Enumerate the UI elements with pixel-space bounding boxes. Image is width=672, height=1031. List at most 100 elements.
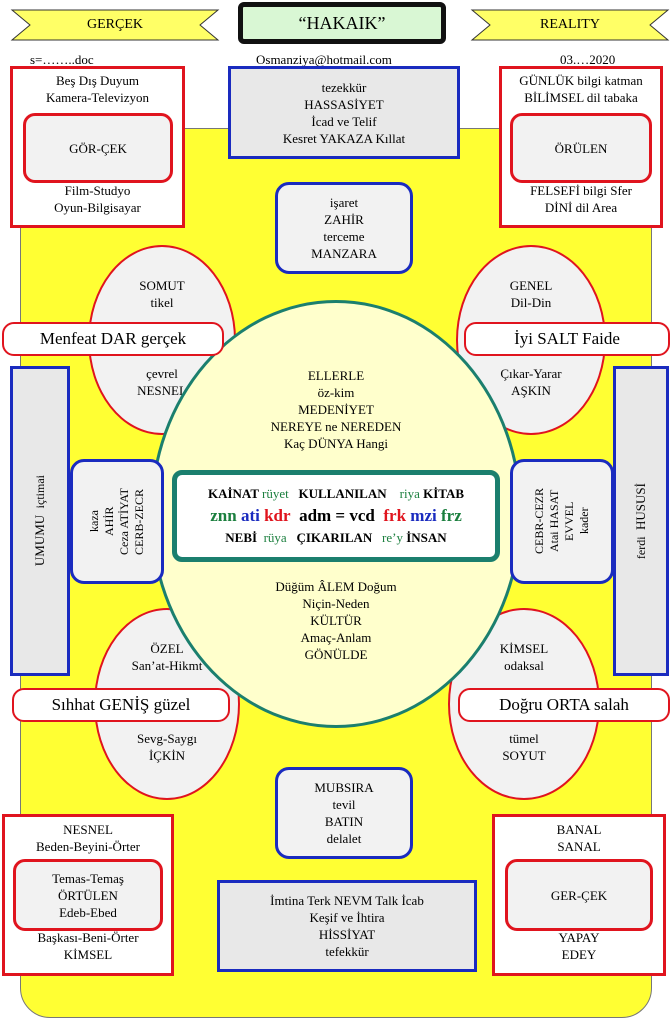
lower-right-oval-line: SOYUT [502, 748, 546, 763]
center-oval-line: Niçin-Neden [302, 596, 370, 611]
bottom-left-inner-line: ÖRTÜLEN [58, 887, 118, 903]
banner-left-lower-label: Sıhhat GENİŞ güzel [51, 695, 191, 714]
lower-mid-line: MUBSIRA [314, 780, 374, 795]
upper-right-oval-line: Çıkar-Yarar [500, 366, 562, 381]
upper-mid-line: MANZARA [311, 246, 377, 261]
lower-right-oval-line: tümel [509, 731, 539, 746]
formula-word: KİTAB [423, 486, 465, 501]
top-right-line: GÜNLÜK bilgi katman [519, 73, 643, 88]
center-oval-bottom-text: Düğüm ÂLEM Doğum Niçin-Neden KÜLTÜR Amaç… [200, 578, 472, 663]
bottom-left-line: Beden-Beyini-Örter [36, 839, 140, 854]
formula-word: adm = vcd [299, 506, 375, 525]
page-title: “HAKAIK” [238, 2, 446, 44]
bottom-right-line: BANAL [556, 822, 602, 837]
lower-left-oval-line: Sevg-Saygı [137, 731, 197, 746]
lower-right-oval-line: KİMSEL [499, 641, 549, 656]
lower-left-oval-line: İÇKİN [148, 748, 186, 763]
right-vertical-small: ferdi [634, 536, 648, 560]
center-oval-line: Kaç DÜNYA Hangi [284, 436, 388, 451]
upper-left-oval-line: çevrel [146, 366, 178, 381]
right-vertical-bold: HUSUSİ [633, 482, 648, 530]
left-mid-box: kaza AHİR Ceza ATİYAT CERB-ZECR [70, 459, 164, 584]
formula-word: rüya [263, 530, 287, 545]
bottom-left-bottom-line: KİMSEL [63, 947, 113, 962]
top-left-line: Beş Dış Duyum [55, 73, 140, 88]
formula-word: frz [440, 506, 462, 525]
bottom-center-line: İmtina Terk NEVM Talk İcab [270, 893, 424, 908]
bottom-left-inner-line: Edeb-Ebed [59, 904, 117, 920]
top-center-line: İcad ve Telif [311, 113, 377, 129]
formula-word: KAİNAT [207, 486, 259, 501]
top-center-line: HASSASİYET [304, 96, 384, 112]
left-vertical-box: UMUMU içtimai [10, 366, 70, 676]
upper-right-oval-line: Dil-Din [510, 295, 552, 310]
formula-word: znn [210, 506, 237, 525]
center-oval-line: MEDENİYET [298, 402, 374, 417]
right-banner-label: REALITY [540, 17, 600, 32]
lower-left-oval-line: San’at-Hikmt [131, 658, 203, 673]
center-oval-line: Düğüm ÂLEM Doğum [275, 579, 397, 594]
right-mid-line: EVVEL [562, 501, 576, 542]
formula-word: ÇIKARILAN [296, 530, 373, 545]
lower-mid-line: tevil [332, 797, 356, 812]
upper-right-oval-line: GENEL [509, 278, 553, 293]
right-mid-line: Atai HASAT [547, 490, 561, 553]
top-left-line: Kamera-Televizyon [45, 90, 150, 105]
center-formula-box: KAİNAT rüyet KULLANILAN riya KİTAB znn a… [172, 470, 500, 562]
upper-mid-box: işaret ZAHİR terceme MANZARA [275, 182, 413, 274]
left-vertical-bold: UMUMU [32, 515, 47, 567]
top-left-inner-box: GÖR-ÇEK [23, 113, 173, 183]
bottom-right-inner-box: GER-ÇEK [505, 859, 653, 931]
left-mid-line: kaza [87, 510, 101, 533]
top-right-box: GÜNLÜK bilgi katman BİLİMSEL dil tabaka … [499, 66, 663, 228]
formula-word: kdr [264, 506, 291, 525]
upper-mid-line: ZAHİR [324, 212, 364, 227]
bottom-center-box: İmtina Terk NEVM Talk İcab Keşif ve İhti… [217, 880, 477, 972]
formula-word: ati [240, 506, 260, 525]
center-oval-line: NEREYE ne NEREDEN [270, 419, 402, 434]
banner-left-upper-label: Menfeat DAR gerçek [39, 329, 187, 348]
upper-left-oval-line: tikel [150, 295, 174, 310]
banner-left-lower: Sıhhat GENİŞ güzel [12, 688, 230, 722]
lower-mid-box: MUBSIRA tevil BATIN delalet [275, 767, 413, 859]
file-line: s=……..doc [30, 52, 94, 67]
left-banner-label: GERÇEK [87, 17, 143, 32]
top-left-box: Beş Dış Duyum Kamera-Televizyon GÖR-ÇEK … [10, 66, 185, 228]
bottom-center-line: HİSSİYAT [318, 927, 376, 942]
right-mid-box: CEBR-CEZR Atai HASAT EVVEL kader [510, 459, 614, 584]
banner-right-upper-label: İyi SALT Faide [514, 329, 620, 348]
top-center-line: tezekkür [321, 79, 367, 95]
left-banner-shape [10, 9, 220, 41]
center-oval-line: ELLERLE [307, 368, 365, 383]
lower-right-oval-line: odaksal [504, 658, 544, 673]
center-oval-line: KÜLTÜR [310, 613, 362, 628]
right-mid-line: kader [577, 508, 591, 535]
bottom-center-line: Keşif ve İhtira [309, 910, 385, 925]
banner-right-upper: İyi SALT Faide [464, 322, 670, 356]
email-text: Osmanziya@hotmail.com [256, 52, 392, 67]
formula-word: İNSAN [406, 530, 447, 545]
right-banner-shape [470, 9, 670, 41]
banner-right-lower-label: Doğru ORTA salah [499, 695, 629, 714]
formula-word: rüyet [262, 486, 289, 501]
bottom-center-line: tefekkür [325, 944, 369, 959]
lower-left-oval-line: ÖZEL [150, 641, 184, 656]
top-left-inner-label: GÖR-ÇEK [69, 140, 127, 156]
lower-mid-line: delalet [326, 831, 362, 846]
formula-word: KULLANILAN [298, 486, 387, 501]
top-left-bottom-line: Film-Studyo [64, 183, 131, 198]
formula-word: NEBİ [225, 530, 258, 545]
left-vertical-small: içtimai [33, 475, 47, 509]
top-right-line: BİLİMSEL dil tabaka [524, 90, 638, 105]
top-center-line: Kesret YAKAZA Kıllat [282, 130, 406, 146]
formula-word: re’y [382, 530, 403, 545]
bottom-right-bottom-line: EDEY [561, 947, 597, 962]
right-mid-line: CEBR-CEZR [532, 488, 546, 555]
top-right-inner-box: ÖRÜLEN [510, 113, 652, 183]
formula-word: riya [399, 486, 420, 501]
banner-right-lower: Doğru ORTA salah [458, 688, 670, 722]
left-mid-line: CERB-ZECR [132, 488, 146, 555]
center-oval-line: Amaç-Anlam [300, 630, 372, 645]
top-right-bottom-line: DİNİ dil Area [544, 200, 618, 215]
top-right-inner-label: ÖRÜLEN [554, 140, 608, 156]
